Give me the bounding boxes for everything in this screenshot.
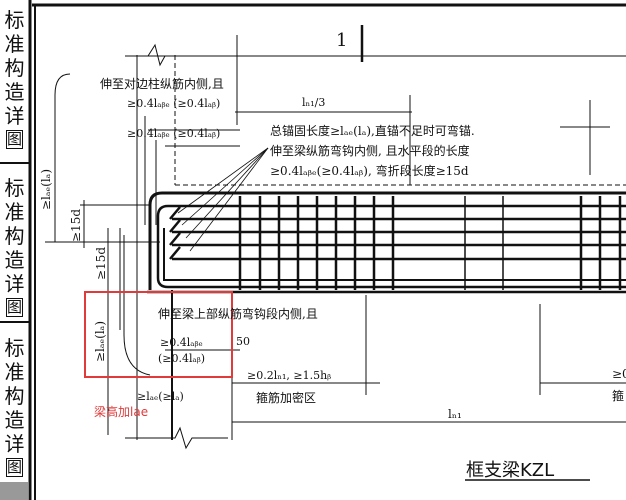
tab-char: 准 xyxy=(4,200,25,224)
column-rebar-hook xyxy=(123,235,151,376)
sidebar-tab-1[interactable]: 标 准 构 造 详 图 xyxy=(0,8,29,149)
note-bottom: (≥0.4lₐᵦ) xyxy=(158,352,205,365)
note-anchor: ≥0.4lₐᵦₑ(≥0.4lₐᵦ), 弯折段长度≥15d xyxy=(270,163,469,178)
tab-char: 造 xyxy=(4,408,25,432)
tab-char: 准 xyxy=(4,32,25,56)
note-anchor: 总锚固长度≥lₐₑ(lₐ),直锚不足时可弯锚. xyxy=(270,123,475,138)
dim-label: lₙ₁ xyxy=(448,407,462,421)
tab-char: 造 xyxy=(4,248,25,272)
break-symbol-top xyxy=(125,43,190,67)
tab-char: 标 xyxy=(4,336,25,360)
red-annotation: 梁高加lae xyxy=(94,404,148,419)
tab-char: 图 xyxy=(5,130,23,149)
drawing-title: 框支梁KZL xyxy=(466,460,554,481)
dim-label: ≥lₐₑ(lₐ) xyxy=(93,321,107,362)
dim-label: ≥15d xyxy=(69,209,83,242)
beam-bottom-rebar xyxy=(163,228,626,281)
section-number: 1 xyxy=(336,30,347,51)
column-rebar-curve xyxy=(54,73,71,242)
note-top: 伸至对边柱纵筋内侧,且 xyxy=(100,76,224,91)
dim-label: ≥0.2lₙ₁, ≥1.5hᵦ xyxy=(247,369,331,382)
dim-label: 箍 xyxy=(612,388,624,403)
note-top: ≥0.4lₐᵦₑ (≥0.4lₐᵦ) xyxy=(127,127,220,140)
dim-label: 50 xyxy=(236,335,250,348)
tab-char: 详 xyxy=(4,432,25,456)
tab-char: 图 xyxy=(5,458,23,477)
dim-label: ≥lₐₑ(≥lₐ) xyxy=(137,390,184,403)
dim-label: ≥0 xyxy=(612,367,626,381)
sidebar-tab-3[interactable]: 标 准 构 造 详 图 xyxy=(0,336,29,477)
beam-longitudinal-bars xyxy=(169,206,626,261)
tab-char: 详 xyxy=(4,272,25,296)
dim-label: ≥15d xyxy=(94,247,108,280)
note-anchor: 伸至梁纵筋弯钩内侧, 且水平段的长度 xyxy=(270,143,470,158)
note-bottom: ≥0.4lₐᵦₑ xyxy=(160,336,203,349)
sidebar-tab-2[interactable]: 标 准 构 造 详 图 xyxy=(0,176,29,317)
dim-label: lₙ₁/3 xyxy=(302,96,325,109)
beam-top-rebar xyxy=(148,191,626,290)
stirrups xyxy=(238,196,622,290)
tab-char: 标 xyxy=(4,8,25,32)
sidebar-pattern xyxy=(0,482,28,500)
tab-char: 详 xyxy=(4,104,25,128)
note-bottom: 伸至梁上部纵筋弯钩段内侧,且 xyxy=(158,306,318,321)
leader-lines xyxy=(177,147,269,252)
tab-char: 标 xyxy=(4,176,25,200)
dim-label: ≥lₐₑ(lₐ) xyxy=(39,169,53,210)
tab-char: 造 xyxy=(4,80,25,104)
tab-char: 图 xyxy=(5,298,23,317)
dense-zone-label: 箍筋加密区 xyxy=(256,390,316,405)
highlight-box xyxy=(84,291,233,378)
tab-char: 准 xyxy=(4,360,25,384)
tab-char: 构 xyxy=(4,56,25,80)
tab-char: 构 xyxy=(4,224,25,248)
tab-char: 构 xyxy=(4,384,25,408)
break-symbol-bottom xyxy=(125,426,228,450)
note-top: ≥0.4lₐᵦₑ (≥0.4lₐᵦ) xyxy=(127,97,220,110)
beam-inner-rebar xyxy=(156,204,626,289)
